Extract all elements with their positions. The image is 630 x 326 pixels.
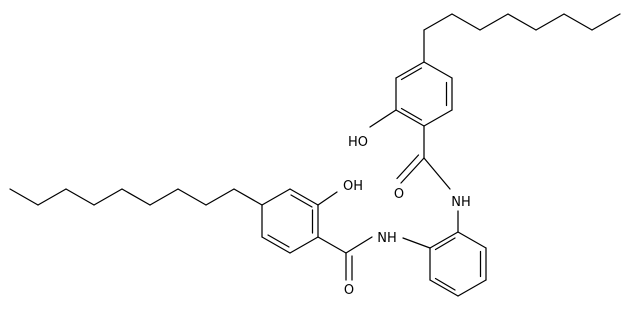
lower-carbonyl-oxygen-label: O (344, 283, 354, 298)
lower-amide-nh-label: NH (377, 231, 397, 246)
upper-hydroxyl-label: HO (348, 135, 368, 150)
upper-heptyl-chain (423, 13, 621, 63)
lower-heptyl-chain (9, 188, 263, 206)
lower-amide (317, 236, 373, 281)
upper-phenol-ring (369, 61, 453, 128)
upper-amide (396, 125, 451, 190)
upper-carbonyl-oxygen-label: O (394, 187, 404, 202)
upper-amide-nh-label: NH (451, 195, 471, 210)
lower-hydroxyl-label: OH (343, 179, 363, 194)
lower-phenol-ring (261, 188, 338, 254)
central-benzene-ring (402, 210, 487, 297)
